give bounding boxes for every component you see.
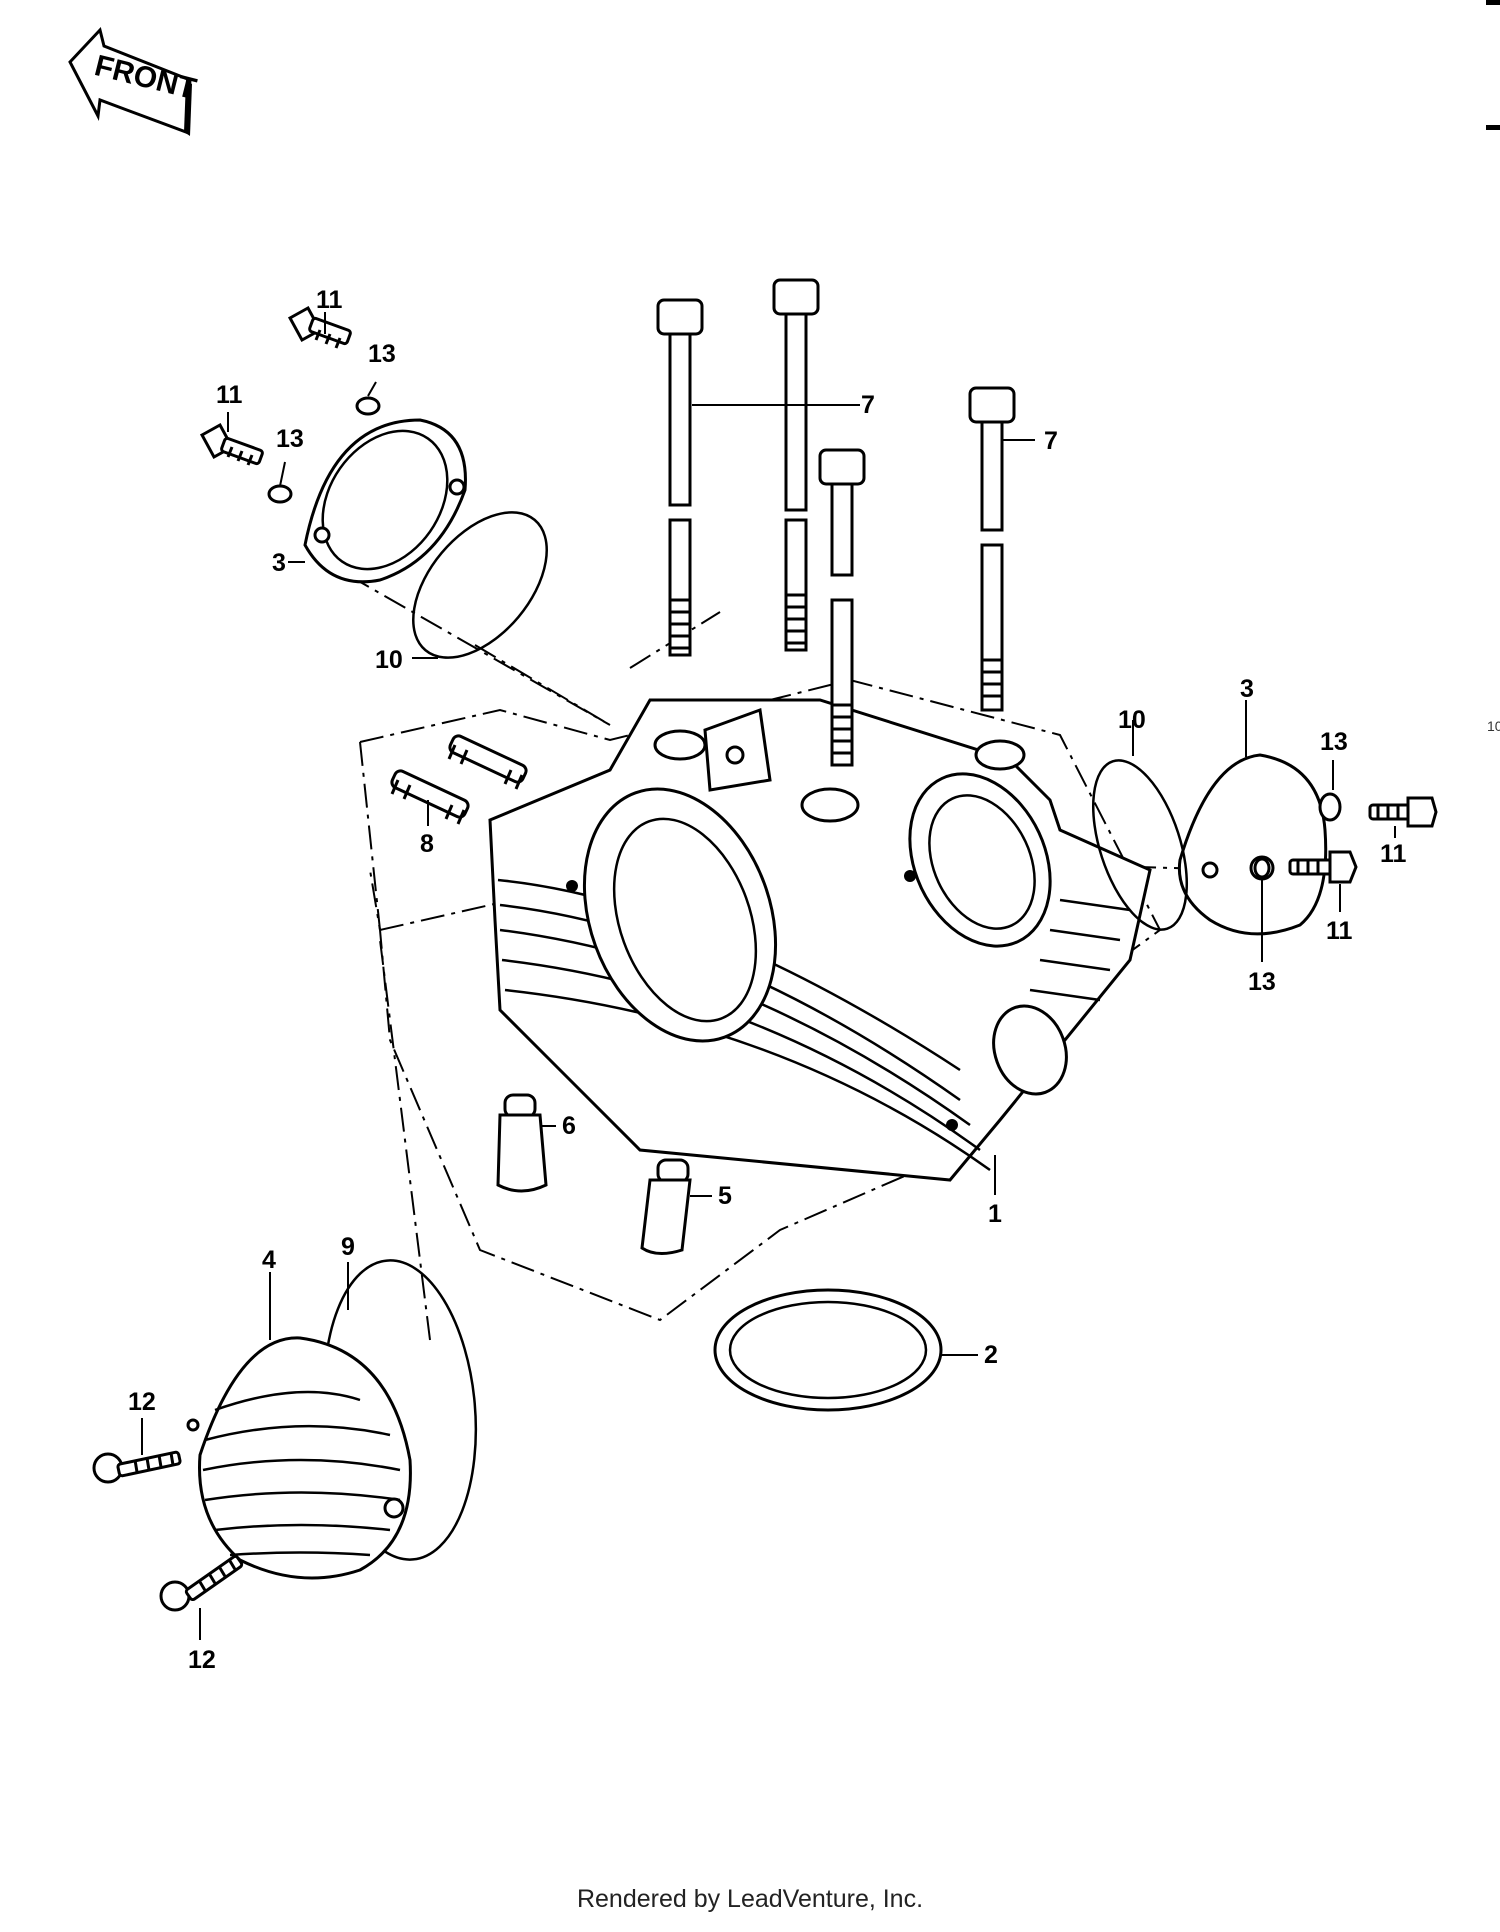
bolt-11-right-lower	[1288, 850, 1358, 884]
callout-8: 8	[420, 830, 434, 858]
washer-13-right-lower	[1253, 857, 1271, 879]
valve-guide-6	[496, 1093, 548, 1193]
callout-1: 1	[988, 1200, 1002, 1228]
callout-11: 11	[1326, 917, 1353, 945]
leader-lines	[141, 312, 1396, 1640]
inspection-cover-right	[1177, 753, 1328, 936]
callout-7: 7	[861, 391, 875, 419]
screw-12-lower	[159, 1554, 244, 1612]
callout-4: 4	[262, 1246, 276, 1274]
stud-8-b	[390, 769, 470, 825]
gasket-2	[713, 1288, 943, 1412]
o-ring-10-right	[1091, 759, 1189, 931]
valve-guide-5	[640, 1158, 692, 1255]
callout-10: 10	[1118, 706, 1146, 734]
callout-10: 10	[375, 646, 403, 674]
bolt-11-left	[199, 422, 264, 466]
finned-cover-4	[186, 1336, 412, 1580]
callout-3: 3	[272, 549, 286, 577]
callout-13: 13	[1320, 728, 1348, 756]
head-bolt-7-d	[968, 386, 1016, 712]
callout-12: 12	[188, 1646, 216, 1674]
stud-8-a	[447, 734, 528, 790]
callout-3: 3	[1240, 675, 1254, 703]
washer-13-right-upper	[1318, 792, 1342, 822]
callout-9: 9	[341, 1233, 355, 1261]
head-bolt-7-c	[818, 448, 866, 767]
callout-12: 12	[128, 1388, 156, 1416]
bolt-11-upper	[287, 305, 352, 349]
front-arrow-icon: FRONT	[68, 26, 199, 136]
bolt-11-right-upper	[1368, 796, 1438, 828]
head-bolt-7-b	[772, 278, 820, 652]
o-ring-10-upper-left	[412, 511, 548, 659]
callout-13: 13	[276, 425, 304, 453]
callout-13: 13	[368, 340, 396, 368]
callout-6: 6	[562, 1112, 576, 1140]
cylinder-head	[488, 698, 1152, 1182]
callout-2: 2	[984, 1341, 998, 1369]
edge-tick	[1486, 125, 1500, 130]
washer-13-left	[267, 484, 293, 504]
inspection-cover-upper-left	[303, 418, 467, 584]
callout-11: 11	[1380, 840, 1407, 868]
edge-tick	[1486, 0, 1500, 5]
callout-11: 11	[316, 286, 343, 314]
callout-11: 11	[216, 381, 243, 409]
head-bolt-7-a	[656, 298, 704, 657]
callout-labels: 11 13 11 13 3 10 7 7 8 10 3 13 11 11 13 …	[128, 286, 1407, 1674]
edge-text: 10	[1487, 718, 1500, 734]
callout-13: 13	[1248, 968, 1276, 996]
callout-7: 7	[1044, 427, 1058, 455]
screw-12-upper	[92, 1450, 182, 1484]
washer-13-upper	[355, 396, 381, 416]
footer-credit: Rendered by LeadVenture, Inc.	[576, 1885, 924, 1913]
callout-5: 5	[718, 1182, 732, 1210]
